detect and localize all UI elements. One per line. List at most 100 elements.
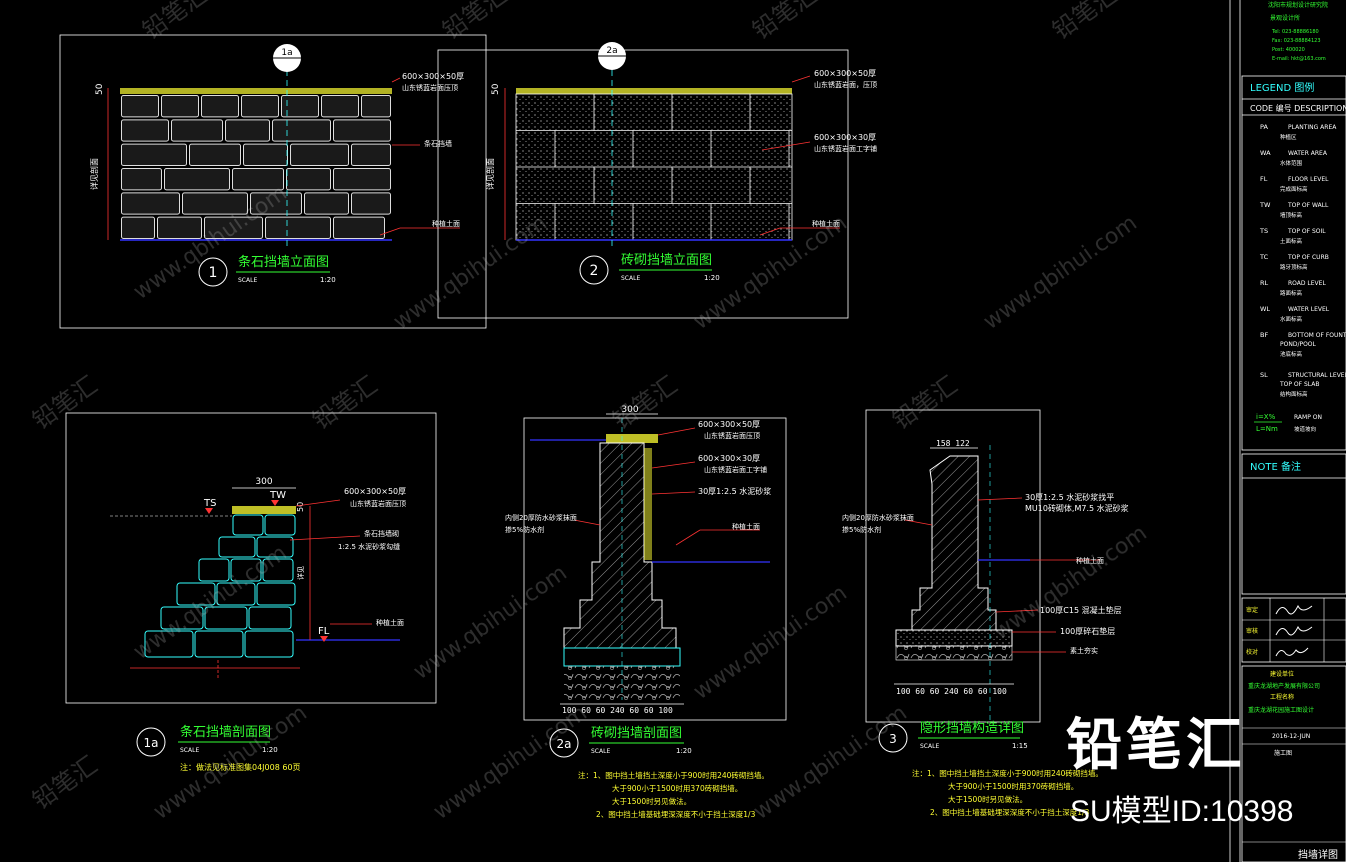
legend-en: TOP OF SOIL	[1287, 228, 1326, 235]
stone-block	[171, 119, 223, 142]
note-line: 注：1、图中挡土墙挡土深度小于900时用240砖砌挡墙。	[912, 768, 1103, 778]
watermark-text: www.qbihui.com	[689, 581, 852, 705]
scale-label: SCALE	[591, 748, 610, 755]
stone-block	[121, 192, 180, 215]
stone-block	[361, 95, 391, 118]
stone-block	[121, 216, 155, 240]
section-marker-1a[interactable]: 1a	[273, 44, 301, 72]
legend-cn: 结构面标高	[1280, 390, 1308, 398]
section-stone	[194, 630, 244, 658]
panel-stone-wall-section: 300 TS TW FL 50 详见 600×300×50厚 山东锈蓝岩面压顶 …	[65, 412, 437, 772]
signature-2	[1275, 625, 1313, 636]
section-marker-2a[interactable]: 2a	[598, 42, 626, 70]
label-coping: 600×300×50厚	[402, 72, 464, 81]
stone-block	[121, 168, 162, 191]
panel-hidden-wall-detail: 158 122 100 60 60 240 60 60 100 内侧20厚防水砂…	[842, 409, 1129, 817]
stone-block	[121, 143, 187, 167]
label-soil: 种植土面	[376, 618, 404, 627]
stone-blocks	[121, 95, 391, 240]
title-block: 沈阳市规划设计研究院 景观设计所 Tel: 023-88886180 Fax: …	[1229, 0, 1346, 862]
stone-block	[304, 192, 349, 215]
client-label: 建设单位	[1270, 670, 1294, 678]
legend-code: WL	[1260, 305, 1270, 313]
legend-en: PLANTING AREA	[1288, 124, 1337, 131]
label-waterproof: 内侧20厚防水砂浆抹面	[505, 513, 577, 522]
watermark-text: www.qbihui.com	[429, 701, 592, 825]
label-wall: 条石挡墙砌	[364, 529, 399, 538]
legend-cn: 水面标高	[1280, 315, 1303, 323]
legend-en: TOP OF CURB	[1287, 254, 1329, 261]
brick-joints	[516, 94, 792, 240]
stone-block	[243, 143, 288, 167]
stone-block	[121, 119, 169, 142]
stone-block	[321, 95, 359, 118]
section-stone	[248, 606, 292, 630]
panel-number: 3	[889, 732, 897, 746]
watermark-logo: 铅笔汇	[27, 751, 102, 815]
stone-block	[281, 95, 319, 118]
stone-block	[121, 95, 159, 118]
label-soil: 种植土面	[432, 219, 460, 228]
legend-code: RL	[1260, 279, 1269, 287]
label-leveling: 30厚1:2.5 水泥砂浆找平	[1025, 492, 1114, 502]
company-line: Fax: 023-88884123	[1272, 38, 1321, 44]
project-name: 重庆龙湖花园施工图设计	[1248, 706, 1314, 714]
label-soil: 种植土面	[732, 522, 760, 531]
legend-en: STRUCTURAL LEVEL/	[1288, 372, 1346, 379]
note-line: 大于900小于1500时用370砖砌挡墙。	[612, 783, 742, 793]
legend-cn: 土面标高	[1280, 237, 1303, 245]
panel-brick-wall-section: 300 100 60 60 240 60 60 100 内侧20厚防水砂浆抹面 …	[505, 405, 787, 819]
panel-title: 隐形挡墙构造详图	[920, 721, 1024, 736]
section-stone	[144, 630, 194, 658]
section-stone	[176, 582, 216, 606]
legend-en-2: POND/POOL	[1280, 341, 1317, 348]
watermark-logo: 铅笔汇	[747, 0, 822, 45]
legend-en: TOP OF WALL	[1287, 202, 1329, 209]
legend-header: CODE 编号 DESCRIPTION	[1250, 103, 1346, 113]
watermark-logo: 铅笔汇	[137, 0, 212, 45]
note-line: 大于1500时另见做法。	[948, 794, 1027, 804]
legend-code: SL	[1260, 371, 1268, 379]
scale-label: SCALE	[621, 275, 640, 282]
section-stone	[256, 536, 294, 558]
sign-row-label: 校对	[1246, 648, 1258, 656]
label-gravel: 100厚碎石垫层	[1060, 626, 1115, 636]
stone-block	[250, 192, 302, 215]
label-brick: MU10砖砌体,M7.5 水泥砂浆	[1025, 503, 1129, 513]
label-coping-2: 山东锈蓝岩面，压顶	[814, 80, 877, 89]
panel-title: 砖砌挡墙立面图	[621, 253, 712, 268]
label-paving: 600×300×30厚	[814, 133, 876, 142]
section-stone	[244, 630, 294, 658]
legend-cn: 墙顶标高	[1280, 211, 1303, 219]
section-marker-label: 1a	[281, 48, 292, 58]
scale-value: 1:20	[262, 746, 278, 754]
section-stone	[218, 536, 256, 558]
company-info: 沈阳市规划设计研究院 景观设计所 Tel: 023-88886180 Fax: …	[1268, 1, 1328, 62]
company-line: 景观设计所	[1270, 14, 1300, 22]
sign-row-label: 审核	[1246, 627, 1258, 635]
label-waterproof-2: 掺5%防水剂	[505, 525, 544, 534]
signature-3	[1275, 647, 1309, 657]
client-name: 重庆龙湖地产发展有限公司	[1248, 682, 1320, 690]
note-line: 大于900小于1500时用370砖砌挡墙。	[948, 781, 1078, 791]
legend-cn: 路面标高	[1280, 289, 1303, 297]
company-line: E-mail: hkt@163.com	[1272, 56, 1326, 62]
section-stone	[264, 514, 296, 536]
label-compact: 素土夯实	[1070, 646, 1098, 655]
stone-block	[201, 95, 239, 118]
stone-block	[164, 168, 230, 191]
legend-code: TC	[1259, 253, 1269, 261]
watermark-logo: 铅笔汇	[437, 0, 512, 45]
section-stone	[216, 582, 256, 606]
project-label: 工程名称	[1270, 693, 1294, 701]
stone-block	[225, 119, 270, 142]
sign-row-label: 审定	[1246, 606, 1258, 614]
dim-vertical: 详见剖面	[485, 158, 495, 190]
section-stone	[262, 558, 294, 582]
